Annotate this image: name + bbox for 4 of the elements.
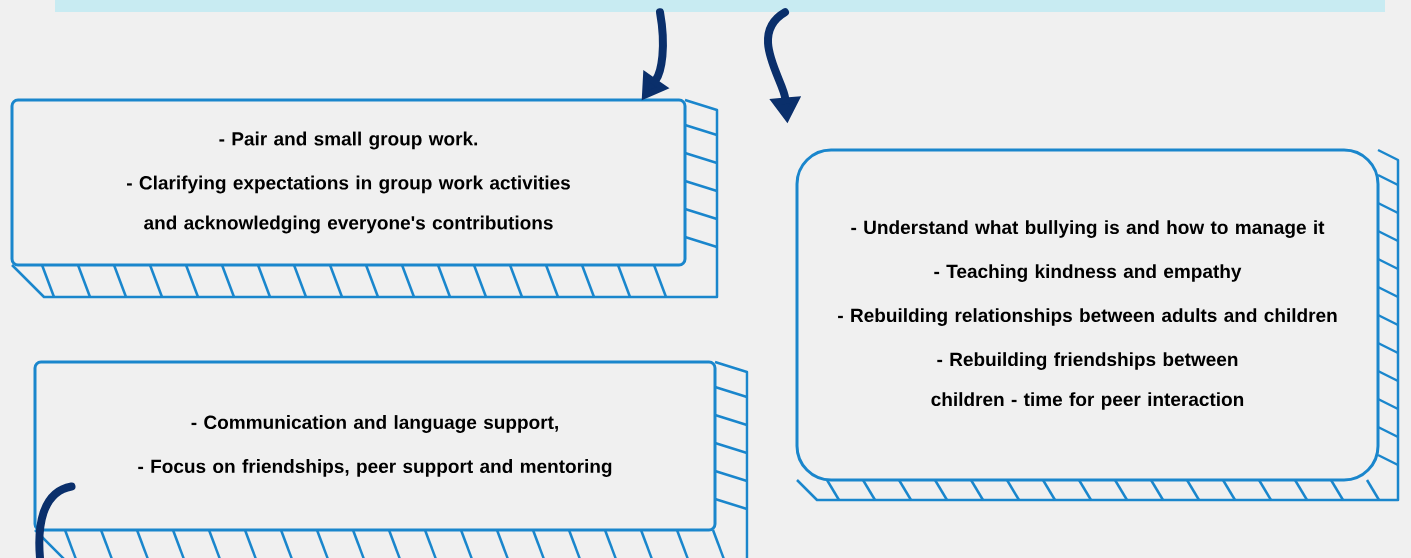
title-band	[55, 0, 1385, 12]
hatched-box: - Communication and language support, - Focus on friendships, peer support and mentoring	[33, 360, 749, 558]
hatched-box: - Pair and small group work. - Clarifying expectations in group work activities and acknowledging everyone's contributions	[10, 98, 719, 299]
hatched-box: - Understand what bullying is and how to manage it - Teaching kindness and empathy - Rebuilding relationships between adults and children - Rebuilding friendships between children - time for peer interaction	[795, 148, 1400, 502]
